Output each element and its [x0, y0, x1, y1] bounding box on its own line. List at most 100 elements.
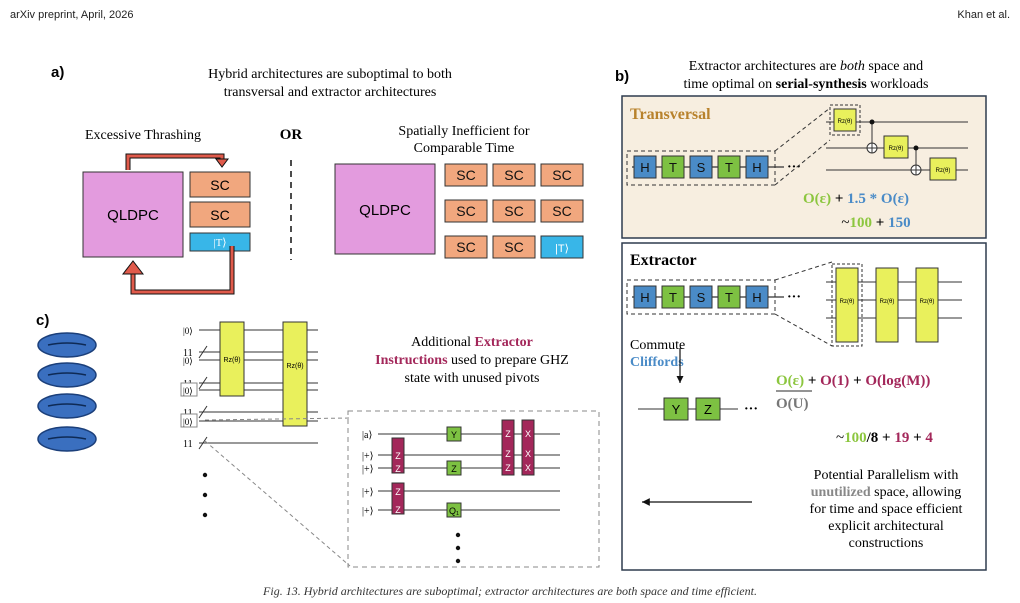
- sc-block: [189, 201, 251, 228]
- rz-gate-label: Rz(θ): [838, 119, 853, 125]
- bundle-label: 11: [183, 348, 193, 359]
- rz-gate-label: Rz(θ): [920, 299, 935, 305]
- ellipsis: ···: [787, 160, 801, 175]
- svg-text:for time and space efficient: for time and space efficient: [810, 502, 963, 517]
- t-state-label: |T⟩: [555, 243, 569, 255]
- ellipsis: ···: [787, 290, 801, 305]
- qldpc-block-right: [334, 163, 436, 255]
- panel-c-label: c): [36, 312, 49, 329]
- sc-block: [492, 163, 536, 187]
- sc-block: [492, 199, 536, 223]
- gate-label: X: [525, 429, 531, 439]
- qubit-module: [37, 426, 97, 452]
- t-state-block: [540, 235, 584, 259]
- transversal-sequence-box: [626, 150, 776, 186]
- ellipsis: ···: [744, 402, 758, 417]
- single-qubit-gate: [446, 426, 462, 442]
- qldpc-label-left: QLDPC: [107, 207, 159, 224]
- sc-label: SC: [456, 167, 475, 183]
- gate: [689, 285, 713, 309]
- rz-gate: [915, 267, 939, 343]
- panel-b-label: b): [615, 68, 629, 85]
- vertical-ellipsis: [202, 472, 461, 564]
- rz-gate-label: Rz(θ): [936, 168, 951, 174]
- gate-label: S: [697, 290, 706, 305]
- sc-block: [444, 199, 488, 223]
- qubit-module: [37, 362, 97, 388]
- ket-zero: |0⟩: [183, 386, 193, 396]
- extractor-cost-denominator: O(U): [776, 396, 809, 412]
- y-gate-label: Y: [672, 402, 681, 417]
- header-left: arXiv preprint, April, 2026: [10, 9, 134, 21]
- extractor-approx: ~100/8 + 19 + 4: [836, 430, 933, 446]
- rz-gate: [835, 267, 859, 343]
- sc-label: SC: [552, 203, 571, 219]
- gate-label: T: [725, 160, 733, 175]
- gate-label: X: [525, 449, 531, 459]
- gate-label: Z: [395, 464, 401, 474]
- commute-label: Commute: [630, 338, 685, 353]
- transversal-cost: O(ε) + 1.5 * O(ε): [803, 191, 909, 207]
- z-gate-label: Z: [704, 402, 712, 417]
- transversal-approx: ~100 + 150: [841, 215, 910, 231]
- gate: [745, 285, 769, 309]
- panel-a-title-2: transversal and extractor architectures: [224, 85, 437, 100]
- sc-label: SC: [504, 203, 523, 219]
- sc-label: SC: [504, 167, 523, 183]
- sc-block: [492, 235, 536, 259]
- gate: [717, 155, 741, 179]
- rz-gate-label: Rz(θ): [286, 363, 303, 370]
- svg-text:explicit architectural: explicit architectural: [828, 519, 944, 534]
- sc-label: SC: [456, 239, 475, 255]
- qldpc-block-left: [82, 171, 184, 258]
- figure-caption: Fig. 13. Hybrid architectures are subopt…: [263, 584, 757, 598]
- ket-zero: |0⟩: [183, 326, 193, 336]
- extractor-rz-gates: Rz(θ)Rz(θ)Rz(θ): [835, 267, 939, 343]
- sc-block: [189, 171, 251, 198]
- inefficient-label-2: Comparable Time: [414, 141, 515, 156]
- svg-text:unutilized space, allowing: unutilized space, allowing: [811, 485, 962, 500]
- gate-label: Z: [505, 449, 511, 459]
- rz-gate-label: Rz(θ): [880, 299, 895, 305]
- sc-block: [540, 199, 584, 223]
- svg-text:Additional Extractor: Additional Extractor: [411, 335, 533, 350]
- measurement-gate: [501, 419, 515, 476]
- panel-c-left-circuit: |0⟩11|0⟩11|0⟩11|0⟩11: [37, 326, 318, 452]
- t-state-block: [189, 232, 251, 252]
- gate: [717, 285, 741, 309]
- svg-text:Potential Parallelism with: Potential Parallelism with: [814, 468, 959, 483]
- ket-zero: |0⟩: [183, 417, 193, 427]
- sc-label: SC: [210, 177, 229, 193]
- panel-b-title-2: time optimal on serial-synthesis workloa…: [684, 77, 929, 92]
- header-right: Khan et al.: [957, 9, 1010, 21]
- qldpc-label-right: QLDPC: [359, 202, 411, 219]
- rz-gate: [833, 108, 857, 132]
- inefficient-label-1: Spatially Inefficient for: [398, 124, 529, 139]
- gate-label: Y: [451, 430, 457, 440]
- measurement-gate: [521, 419, 535, 476]
- sc-label: SC: [210, 207, 229, 223]
- ket-zero: |0⟩: [183, 356, 193, 366]
- panel-c-text: Additional Extractor Instructions used t…: [375, 335, 569, 386]
- gate-label: H: [752, 160, 761, 175]
- gate-label: T: [669, 160, 677, 175]
- ghz-zoom-box: [347, 410, 600, 568]
- z-gate: [695, 397, 721, 421]
- gate-label: Z: [505, 429, 511, 439]
- thrash-arrow-bottom: [131, 246, 234, 294]
- rz-gate-label: Rz(θ): [223, 357, 240, 364]
- gate-label: Z: [395, 505, 401, 515]
- panel-b-title-1: Extractor architectures are both space a…: [689, 59, 923, 74]
- parallelism-text: Potential Parallelism with unutilized sp…: [810, 468, 963, 551]
- gate-label: Z: [505, 463, 511, 473]
- panel-a-title-1: Hybrid architectures are suboptimal to b…: [208, 67, 452, 82]
- ket-label: |a⟩: [362, 430, 372, 441]
- qubit-module: [37, 332, 97, 358]
- gate-label: T: [669, 290, 677, 305]
- extractor-sequence-box: [626, 279, 776, 315]
- gate: [633, 155, 657, 179]
- gate-label: Z: [395, 451, 401, 461]
